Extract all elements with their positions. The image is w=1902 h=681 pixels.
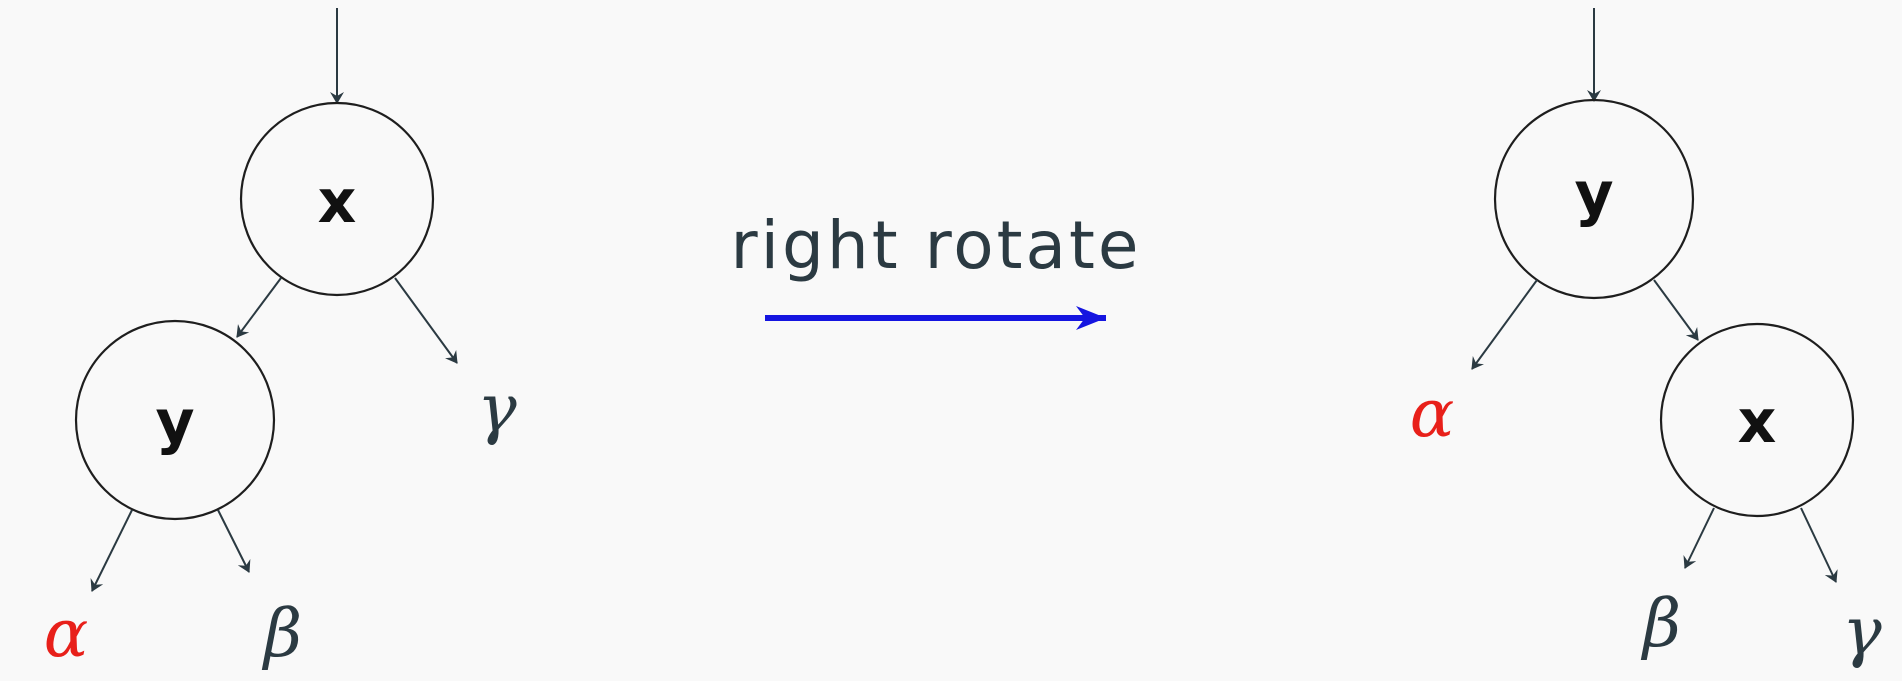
right-alpha-label: α (1410, 375, 1455, 452)
left-root-node (239, 101, 435, 297)
left-tree: x y γ α β (44, 8, 517, 672)
right-edge-x-to-gamma (1800, 507, 1838, 583)
left-edge-y-to-beta (217, 509, 251, 573)
left-edge-x-to-gamma (394, 277, 458, 364)
right-edge-y-to-x (1653, 279, 1699, 341)
left-edge-y-to-alpha (90, 509, 133, 592)
left-child-node (74, 319, 276, 521)
right-tree: y x α β γ (1410, 8, 1882, 670)
right-gamma-label: γ (1842, 593, 1882, 670)
right-root-label: y (1574, 159, 1613, 229)
left-root-label: x (318, 167, 357, 237)
left-child-label: y (155, 387, 194, 457)
right-child-node (1659, 322, 1855, 518)
left-alpha-label: α (44, 595, 89, 672)
right-edge-x-to-beta (1683, 507, 1715, 569)
left-gamma-label: γ (477, 370, 517, 447)
left-edge-x-to-y (236, 277, 282, 338)
right-edge-y-to-alpha (1471, 279, 1538, 370)
operation-label: right rotate (731, 207, 1142, 284)
left-beta-label: β (261, 595, 302, 672)
right-beta-label: β (1640, 585, 1681, 662)
right-child-label: x (1738, 387, 1777, 457)
right-root-node (1493, 98, 1695, 300)
operation: right rotate (731, 207, 1142, 330)
